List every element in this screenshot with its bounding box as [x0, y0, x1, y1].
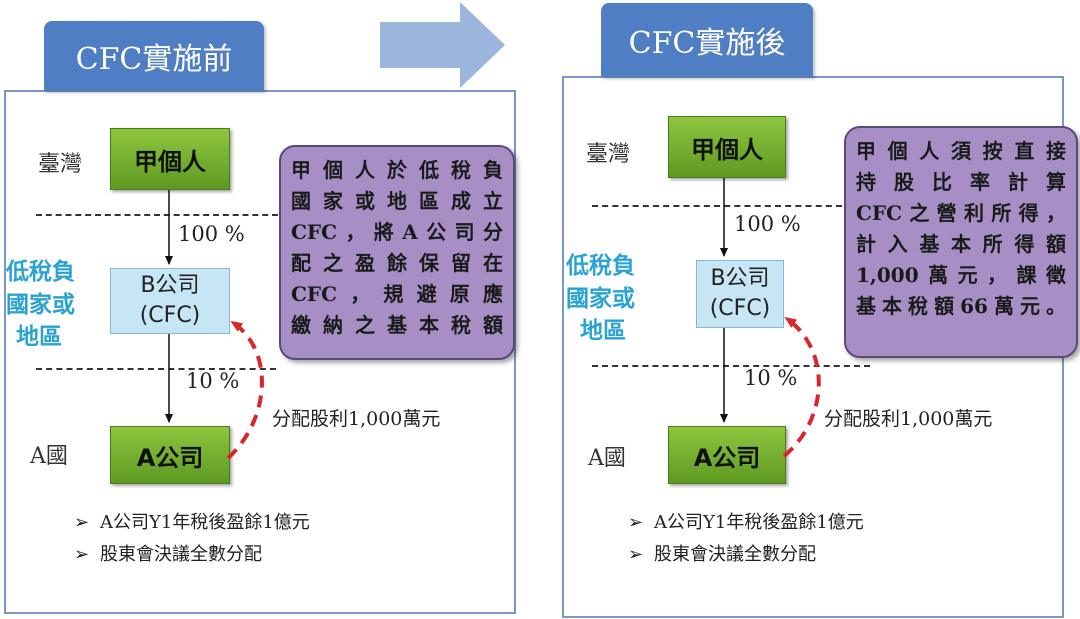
- before-divider-bottom: [36, 368, 276, 370]
- before-callout: 甲個人於低稅負 國家或地區成立 CFC，將A公司分 配之盈餘保留在 CFC，規避…: [279, 145, 515, 360]
- after-b-company-tag: (CFC): [709, 296, 771, 321]
- before-bullet-list: ➢A公司Y1年稅後盈餘1億元 ➢股東會決議全數分配: [74, 507, 310, 570]
- after-bullet-list: ➢A公司Y1年稅後盈餘1億元 ➢股東會決議全數分配: [628, 507, 864, 570]
- before-a-company-box: A公司: [110, 426, 230, 484]
- after-pct-top: 100 %: [734, 212, 801, 236]
- before-tab-title: CFC實施前: [44, 21, 264, 91]
- after-tab-title: CFC實施後: [601, 3, 813, 77]
- after-region-low-tax: 低稅負 國家或 地區: [566, 253, 635, 345]
- after-b-company-name: B公司: [710, 266, 770, 292]
- after-a-company-box: A公司: [668, 426, 786, 484]
- before-divider-top: [36, 214, 278, 216]
- after-region-taiwan: 臺灣: [586, 142, 631, 167]
- before-dividend-label: 分配股利1,000萬元: [272, 408, 441, 430]
- before-bullet-item: ➢股東會決議全數分配: [74, 543, 262, 565]
- before-dividend-arrow: [226, 320, 264, 460]
- before-b-company-tag: (CFC): [139, 303, 201, 328]
- after-divider-top: [592, 205, 842, 207]
- before-pct-top: 100 %: [178, 222, 245, 246]
- before-b-company-name: B公司: [140, 273, 200, 299]
- after-callout: 甲個人須按直接 持股比率計算 CFC之營利所得， 計入基本所得額 1,000萬元…: [844, 126, 1078, 358]
- after-bullet-item: ➢股東會決議全數分配: [628, 543, 816, 565]
- before-region-low-tax: 低稅負 國家或 地區: [6, 259, 75, 351]
- after-pct-bottom: 10 %: [744, 366, 798, 390]
- before-pct-bottom: 10 %: [186, 369, 240, 393]
- before-bullet-item: ➢A公司Y1年稅後盈餘1億元: [74, 512, 310, 533]
- after-dividend-arrow: [782, 316, 821, 458]
- after-divider-bottom: [592, 365, 870, 367]
- before-person-box: 甲個人: [110, 128, 230, 190]
- before-region-country-a: A國: [30, 444, 68, 469]
- after-b-company-box: B公司 (CFC): [696, 260, 784, 328]
- before-region-taiwan: 臺灣: [38, 152, 83, 177]
- after-dividend-label: 分配股利1,000萬元: [824, 408, 993, 430]
- after-region-country-a: A國: [588, 446, 626, 471]
- before-b-company-box: B公司 (CFC): [110, 268, 230, 334]
- after-bullet-item: ➢A公司Y1年稅後盈餘1億元: [628, 512, 864, 533]
- after-person-box: 甲個人: [668, 116, 786, 178]
